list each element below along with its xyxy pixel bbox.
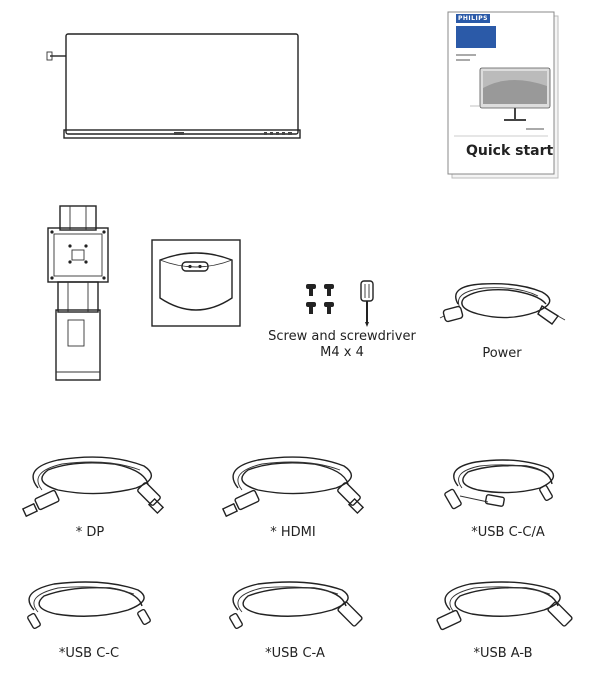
usb-cc-cable-illustration <box>27 581 151 630</box>
monitor-illustration <box>46 33 301 139</box>
hdmi-cable-illustration <box>221 456 365 518</box>
usb-cc-a-caption: *USB C-C/A <box>471 525 545 540</box>
dp-caption: * DP <box>75 525 105 540</box>
stand-column-illustration <box>47 205 109 381</box>
usb-cc-a-cable-illustration <box>444 459 555 510</box>
usb-ab-caption: *USB A-B <box>473 646 533 661</box>
quick-start-brand: PHILIPS <box>456 14 490 23</box>
screwdriver-icon <box>360 280 374 327</box>
usb-cc-caption: *USB C-C <box>58 646 120 661</box>
quick-start-booklet <box>447 11 559 179</box>
usb-ca-cable-illustration <box>229 581 363 630</box>
usb-ab-cable-illustration <box>436 581 573 631</box>
hdmi-caption: * HDMI <box>270 525 316 540</box>
power-caption: Power <box>482 346 522 361</box>
power-cable-illustration <box>439 282 566 325</box>
usb-ca-caption: *USB C-A <box>265 646 325 661</box>
quick-start-title: Quick start <box>466 143 554 159</box>
screws-icon <box>306 284 334 314</box>
screw-caption-line2: M4 x 4 <box>320 345 364 360</box>
screw-caption-line1: Screw and screwdriver <box>268 329 416 344</box>
dp-cable-illustration <box>21 456 165 518</box>
stand-base-illustration <box>151 239 241 327</box>
